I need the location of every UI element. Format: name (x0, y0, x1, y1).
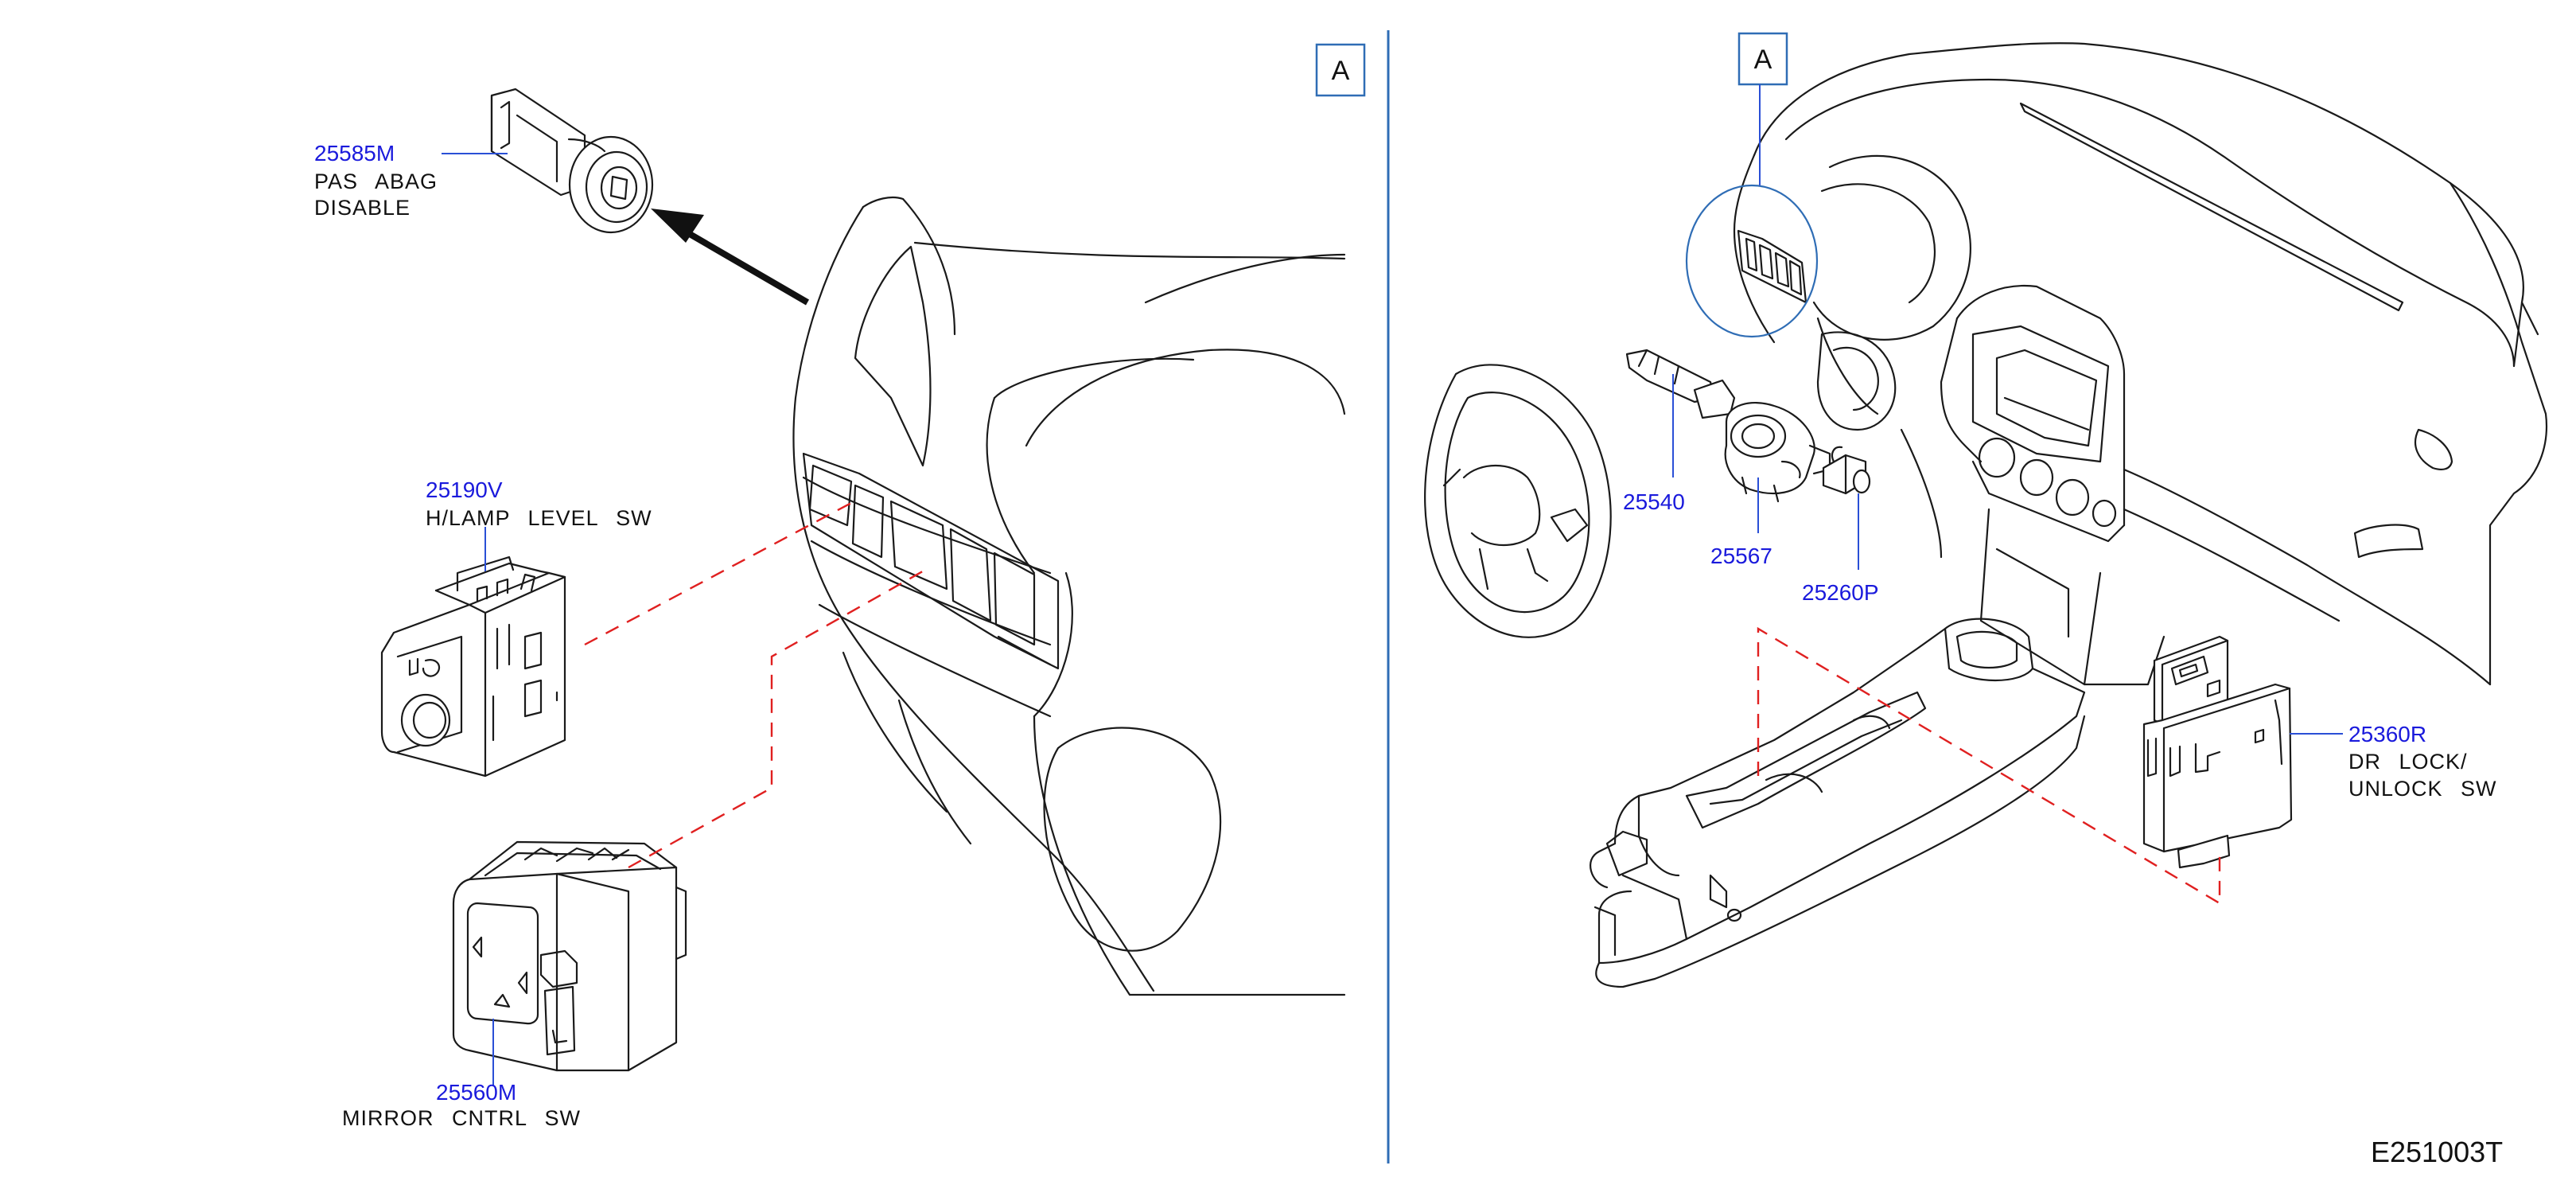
part-desc-25560m: MIRROR CNTRL SW (342, 1106, 581, 1130)
diagram-code: E251003T (2371, 1136, 2503, 1168)
location-arrow (651, 209, 810, 306)
view-label-box-right: A (1737, 32, 1788, 86)
part-desc-25585m-line1: PAS ABAG (314, 170, 438, 193)
part-desc-25585m-line2: DISABLE (314, 196, 411, 220)
link-line-25560m (628, 567, 928, 869)
detail-circle (1685, 184, 1819, 338)
part-number-25567: 25567 (1710, 544, 1772, 568)
view-label-right: A (1754, 45, 1772, 75)
ignition-switch-drawing (1822, 446, 1871, 495)
part-number-25260p: 25260P (1802, 580, 1879, 605)
link-line-25190v (584, 501, 852, 646)
part-desc-25360r-line1: DR LOCK/ (2348, 750, 2468, 774)
pas-abag-disable-switch-drawing (490, 88, 654, 234)
part-number-25190v: 25190V (426, 477, 503, 502)
callout-25360r: 25360R DR LOCK/ UNLOCK SW (2348, 722, 2497, 801)
callout-25560m: 25560M MIRROR CNTRL SW (342, 1080, 581, 1130)
combination-switch-drawing (1625, 349, 1736, 419)
part-number-25360r: 25360R (2348, 722, 2426, 746)
part-number-25540: 25540 (1623, 489, 1685, 514)
view-label-left: A (1332, 56, 1350, 86)
headlamp-level-switch-drawing (380, 555, 566, 778)
part-desc-25360r-line2: UNLOCK SW (2348, 777, 2497, 801)
part-number-25585m: 25585M (314, 141, 395, 166)
link-line-25360r (1757, 626, 2221, 906)
part-number-25560m: 25560M (436, 1080, 516, 1105)
spiral-cable-drawing (1724, 402, 1831, 503)
view-label-box-left: A (1315, 43, 1366, 97)
part-desc-25190v: H/LAMP LEVEL SW (426, 506, 652, 530)
dashboard-closeup-drawing (792, 196, 1346, 996)
door-lock-switch-drawing (2142, 635, 2293, 869)
callout-25190v: 25190V H/LAMP LEVEL SW (426, 477, 652, 530)
callout-25585m: 25585M PAS ABAG DISABLE (314, 141, 438, 220)
mirror-control-switch-drawing (452, 840, 687, 1072)
full-dashboard-drawing (1424, 42, 2547, 988)
